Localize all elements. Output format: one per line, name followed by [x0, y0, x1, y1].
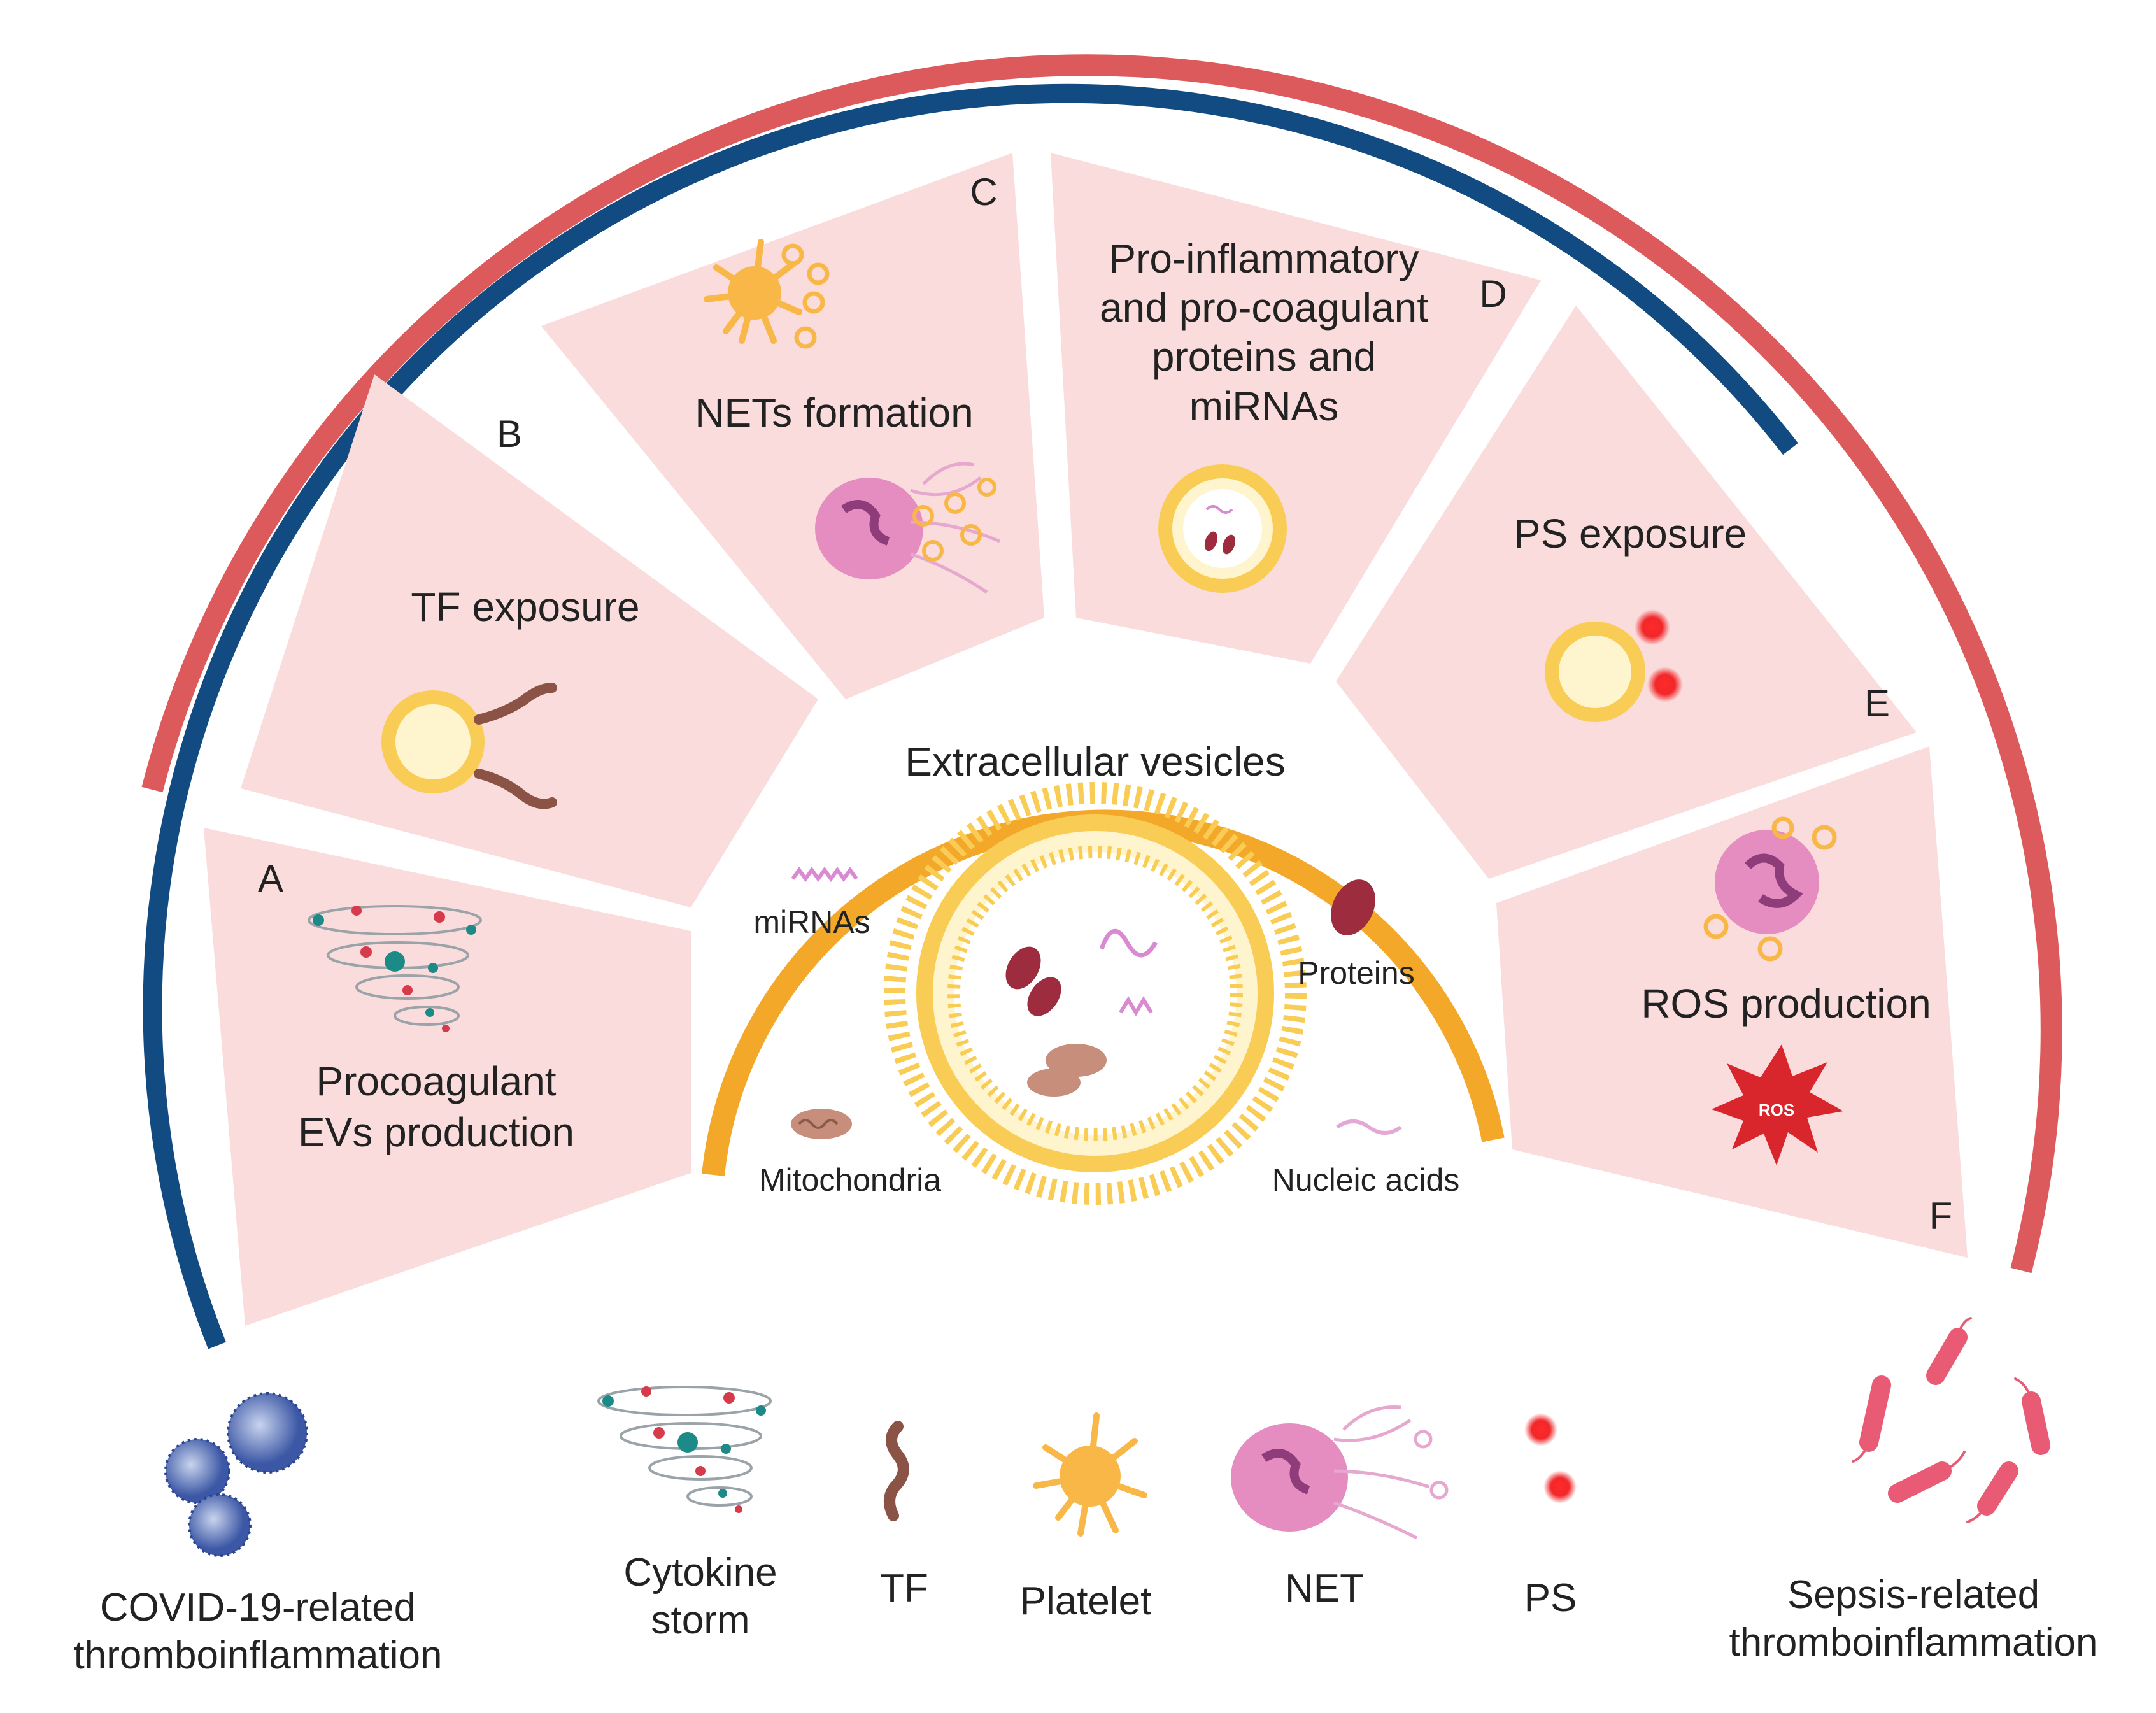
- mitochondria-icon: [791, 1109, 852, 1139]
- legend-cytokine-line2: storm: [651, 1598, 750, 1642]
- legend-cytokine-icon: [597, 1386, 772, 1513]
- nucleic-acids-label: Nucleic acids: [1272, 1162, 1460, 1198]
- center-title: Extracellular vesicles: [905, 739, 1286, 785]
- protein-icon: [1331, 879, 1375, 935]
- legend-ps: PS: [1524, 1413, 1577, 1620]
- ps-dot-1: [1524, 1413, 1557, 1446]
- virus-icon: [164, 1392, 308, 1557]
- tf-icon: [884, 1421, 909, 1521]
- segment-a: [204, 828, 691, 1326]
- center-panel: Extracellular vesicles miRNAs Proteins M…: [702, 739, 1506, 1205]
- segment-a-label-line1: Procoagulant: [316, 1058, 556, 1104]
- legend-cytokine-line1: Cytokine: [623, 1551, 777, 1595]
- segment-f-letter: F: [1929, 1195, 1953, 1237]
- cytokine-storm-icon: [308, 905, 482, 1032]
- segment-d-label-line4: miRNAs: [1189, 383, 1339, 429]
- legend-cytokine: Cytokine storm: [597, 1386, 777, 1642]
- segment-d-letter: D: [1479, 273, 1507, 315]
- segment-d-label-line2: and pro-coagulant: [1100, 285, 1428, 331]
- segment-f: [1496, 746, 1968, 1258]
- segment-e-label: PS exposure: [1514, 511, 1747, 557]
- bacteria-icon: [1852, 1317, 2050, 1523]
- ros-badge-label: ROS: [1759, 1100, 1794, 1119]
- segment-f-label: ROS production: [1641, 981, 1931, 1027]
- protein-vesicle-icon: [1158, 464, 1287, 593]
- platelet-icon: [704, 239, 830, 349]
- segment-a-label-line2: EVs production: [298, 1109, 574, 1155]
- legend-sepsis: Sepsis-related thromboinflammation: [1729, 1317, 2098, 1665]
- legend-platelet-label: Platelet: [1020, 1579, 1152, 1623]
- vesicle-cargo: [1005, 928, 1158, 1097]
- legend-platelet: Platelet: [1020, 1412, 1152, 1623]
- legend-covid: COVID-19-related thromboinflammation: [74, 1392, 443, 1677]
- legend-sepsis-line1: Sepsis-related: [1787, 1573, 2039, 1617]
- legend-ps-label: PS: [1524, 1576, 1577, 1620]
- covid-inner-arc: [143, 83, 1798, 1349]
- legend-covid-line1: COVID-19-related: [100, 1586, 416, 1630]
- legend-tf-label: TF: [880, 1567, 928, 1610]
- segment-a-letter: A: [258, 857, 283, 900]
- vesicle-bilayer: [884, 782, 1307, 1205]
- legend-sepsis-line2: thromboinflammation: [1729, 1621, 2098, 1665]
- mirnas-icon: [791, 866, 858, 883]
- segment-c-letter: C: [970, 171, 997, 213]
- ros-burst-icon: ROS: [1712, 1044, 1843, 1165]
- segment-c-label: NETs formation: [695, 390, 973, 436]
- ps-dot-2: [1543, 1470, 1577, 1503]
- segment-e-letter: E: [1864, 682, 1890, 725]
- mitochondria-label: Mitochondria: [759, 1162, 941, 1198]
- segment-d-label-line1: Pro-inflammatory: [1109, 236, 1419, 281]
- segment-c: [541, 153, 1044, 699]
- legend-tf: TF: [880, 1421, 928, 1610]
- sepsis-outer-arc: [141, 54, 2062, 1274]
- nucleic-acid-icon: [1336, 1119, 1402, 1135]
- legend-net-icon: [1231, 1405, 1449, 1540]
- segment-d-label-line3: proteins and: [1152, 334, 1376, 380]
- segment-b: [241, 374, 818, 907]
- legend-platelet-icon: [1033, 1412, 1147, 1537]
- ps-vesicle-icon: [1545, 609, 1683, 722]
- segment-b-letter: B: [497, 413, 522, 455]
- net-cell-icon: [815, 462, 1000, 594]
- legend-covid-line2: thromboinflammation: [74, 1633, 443, 1677]
- neutrophil-icon: [1703, 816, 1837, 962]
- segment-e: [1336, 306, 1917, 879]
- segment-b-label: TF exposure: [411, 584, 639, 630]
- tf-vesicle-icon: [381, 683, 557, 809]
- proteins-label: Proteins: [1298, 955, 1414, 991]
- legend-net-label: NET: [1285, 1567, 1364, 1610]
- mirnas-label: miRNAs: [753, 904, 870, 940]
- legend-net: NET: [1231, 1405, 1449, 1610]
